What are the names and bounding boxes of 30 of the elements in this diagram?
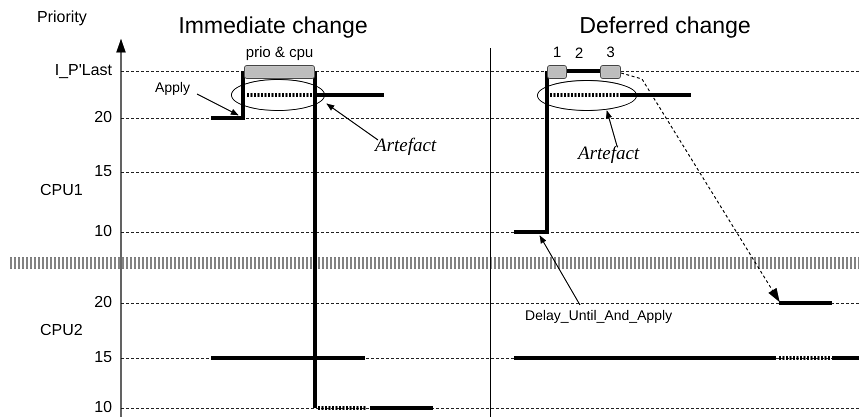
annotation-text: Artefact (375, 136, 436, 155)
leader-line (196, 94, 239, 116)
tick-label: 20 (94, 295, 112, 311)
tick-label: 20 (94, 110, 112, 126)
panel-title: Deferred change (579, 14, 751, 37)
priority-trace (779, 301, 832, 305)
callout-text: Apply (155, 80, 190, 94)
tick-label: 10 (94, 400, 112, 416)
step-number: 2 (574, 46, 584, 61)
box-label: prio & cpu (246, 45, 314, 60)
callout-text: Delay_Until_And_Apply (525, 308, 672, 322)
ellipse-marker (231, 79, 325, 111)
panel-title: Immediate change (178, 14, 368, 37)
tick-label: 15 (94, 350, 112, 366)
leader-line (326, 104, 378, 140)
box-label: 1 (552, 45, 562, 60)
tick-label: I_P'Last (54, 63, 112, 79)
leader-line (606, 110, 618, 146)
cpu-label: CPU1 (40, 183, 83, 199)
priority-trace (514, 71, 549, 234)
tick-label: 10 (94, 224, 112, 240)
annotation-text: Artefact (578, 144, 640, 163)
ellipse-marker (537, 80, 637, 111)
arrow (620, 72, 780, 302)
tick-label: 15 (94, 164, 112, 180)
axis-title: Priority (37, 10, 87, 26)
box-label: 3 (606, 45, 615, 60)
cpu-label: CPU2 (40, 323, 83, 339)
leader-line (540, 235, 580, 306)
priority-trace (211, 71, 245, 120)
